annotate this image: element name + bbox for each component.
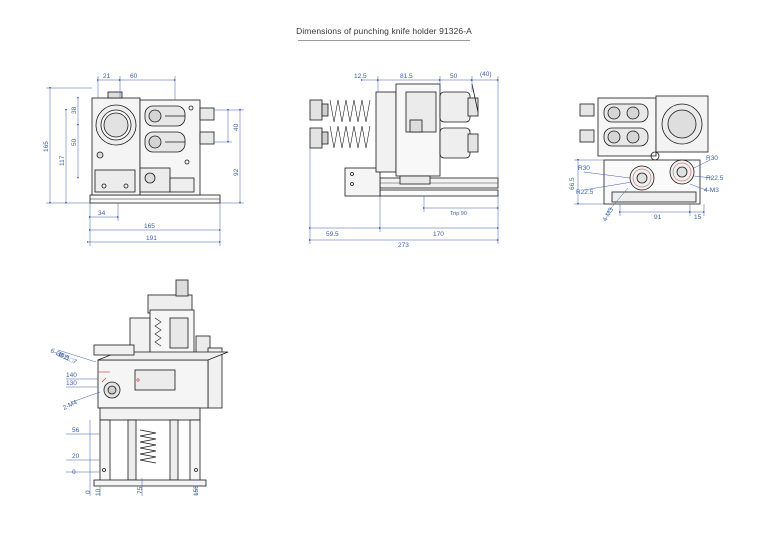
dim-10: 10 [95,488,102,496]
dim-38: 38 [71,106,78,114]
iso-view-dimensions [57,349,197,496]
dim-40-ref: (40) [480,71,492,78]
top-view [579,95,709,205]
top-view-dimensions [574,159,713,216]
dim-trip: Trip 90 [450,211,467,217]
dim-75: 75 [137,486,144,494]
dim-0-vertical: 0 [72,469,76,476]
dim-191: 191 [146,235,157,242]
dim-15: 15 [694,214,702,221]
side-view-dimensions [309,76,499,244]
dim-4-m3-left: 4-M3 [602,206,616,223]
dim-r30-left: R30 [578,165,590,172]
dim-165-horizontal: 165 [144,223,155,230]
dim-0-horizontal: 0 [85,490,92,494]
front-view-dimensions [46,76,244,246]
dim-50: 50 [450,73,458,80]
top-view-accents [632,162,692,188]
dim-165-vertical: 165 [43,141,50,152]
dim-50: 50 [71,138,78,146]
side-view [309,83,499,197]
dim-170: 170 [433,231,444,238]
title-underline [298,40,470,41]
dim-21: 21 [103,73,111,80]
dim-20: 20 [72,453,80,460]
dim-59-5: 59.5 [326,231,339,238]
dim-273: 273 [398,242,409,249]
dim-r22-5-right: R22.5 [706,175,724,182]
dim-117: 117 [59,155,66,166]
dim-56: 56 [72,427,80,434]
iso-view [93,279,229,487]
dim-92: 92 [233,168,240,176]
side-view-labels: 12.5 81.5 50 (40) Trip 90 59.5 170 273 [326,71,492,249]
dim-r30-right: R30 [706,155,718,162]
dim-r22-5-left: R22.5 [576,189,594,196]
drawing-title: Dimensions of punching knife holder 9132… [296,26,472,36]
dim-4-m3-right: 4-M3 [704,187,719,194]
dim-12-5: 12.5 [354,73,367,80]
dim-81-5: 81.5 [400,73,413,80]
dim-155: 155 [193,485,200,496]
iso-view-accents [98,371,140,383]
dim-66-5: 66.5 [569,177,576,190]
dim-60: 60 [130,73,138,80]
dim-140: 140 [66,372,77,379]
dim-40: 40 [233,123,240,131]
dim-130: 130 [66,380,77,387]
dim-2-m4: 2-M4 [62,399,79,412]
front-view-labels: 21 60 38 50 165 117 40 92 34 165 191 [43,73,240,242]
front-view [89,91,221,204]
dim-34: 34 [98,210,106,217]
dim-91: 91 [654,214,662,221]
